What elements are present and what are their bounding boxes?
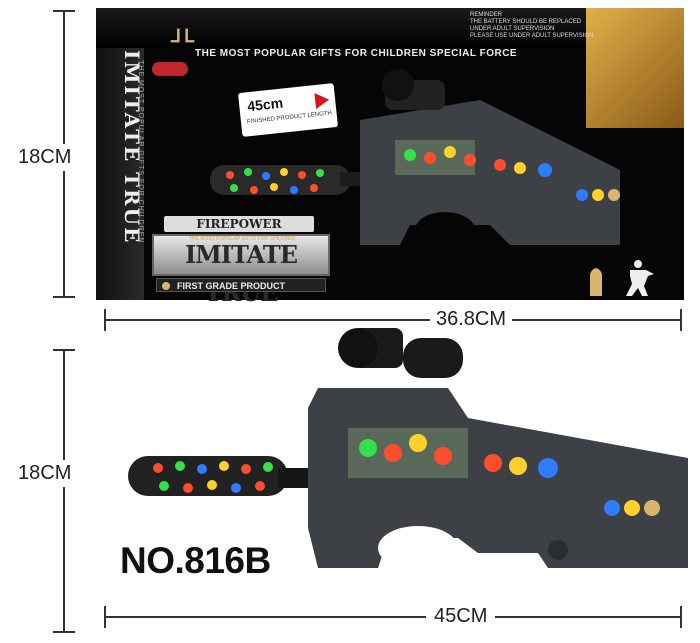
reminder-line: THE BATTERY SHOULD BE REPLACED [470, 19, 582, 25]
product-gun-lights [153, 434, 558, 493]
gold-corner-decoration [586, 8, 684, 128]
box-gun-scope-lens [382, 69, 414, 101]
reminder-text: REMINDER THE BATTERY SHOULD BE REPLACED … [470, 12, 620, 40]
box-top-slogan: THE MOST POPULAR GIFTS FOR CHILDREN SPEC… [195, 48, 518, 59]
box-side-subtitle: THE MOST POPULAR GIFTS FOR CHILDREN [137, 60, 144, 244]
gun-height-label: 18CM [18, 460, 72, 487]
dimension-line-gun-height [63, 349, 65, 633]
dimension-tick [680, 606, 682, 628]
box-gun-body [360, 100, 620, 245]
dimension-tick [53, 631, 75, 633]
box-gun-image [210, 69, 620, 248]
box-side-panel [96, 48, 144, 300]
brand-logo-mark: ᒧᒪ [170, 26, 198, 47]
box-gun-trigger-guard [415, 212, 475, 248]
dimension-line-gun-length [104, 616, 682, 618]
dimension-line-box-width [104, 319, 682, 321]
speaker-grille-icon [548, 540, 568, 560]
product-gun-button [604, 500, 620, 516]
box-side-title: IMITATE TRUE [120, 50, 144, 245]
product-gun-image [128, 328, 688, 570]
product-gun-scope-lens [338, 328, 378, 368]
badge-title: FIREPOWER [164, 216, 314, 232]
model-number-label: NO.816B [120, 540, 271, 581]
box-gun-button [592, 189, 604, 201]
bullet-icon [590, 268, 602, 296]
gun-length-label: 45CM [426, 605, 496, 628]
reminder-line: UNDER ADULT SUPERVISION [470, 26, 555, 32]
box-gun-lights [226, 146, 552, 194]
badge-footer: FIRST GRADE PRODUCT [156, 278, 326, 292]
box-height-label: 18CM [18, 144, 72, 171]
reminder-line: PLEASE USE UNDER ADULT SUPERVISION [470, 33, 594, 39]
product-gun-scope-tube [403, 338, 463, 378]
dimension-tick [680, 309, 682, 331]
product-gun-button [644, 500, 660, 516]
badge-small-text: THE MOST POPULAR GIFTS FOR CHILDREN [188, 236, 296, 242]
product-gun-button [624, 500, 640, 516]
soldier-silhouette-icon [626, 260, 654, 296]
box-width-label: 36.8CM [430, 308, 513, 331]
product-gun-trigger-guard [378, 526, 458, 570]
firepower-badge: FIREPOWER IMITATE TRUE THE MOST POPULAR … [142, 216, 332, 307]
product-gun-silencer [128, 456, 288, 496]
brand-logo-badge [152, 62, 188, 76]
badge-dot-icon [162, 282, 170, 290]
dimension-tick [53, 296, 75, 298]
box-gun-button [576, 189, 588, 201]
box-gun-button [608, 189, 620, 201]
reminder-line: REMINDER [470, 12, 503, 18]
